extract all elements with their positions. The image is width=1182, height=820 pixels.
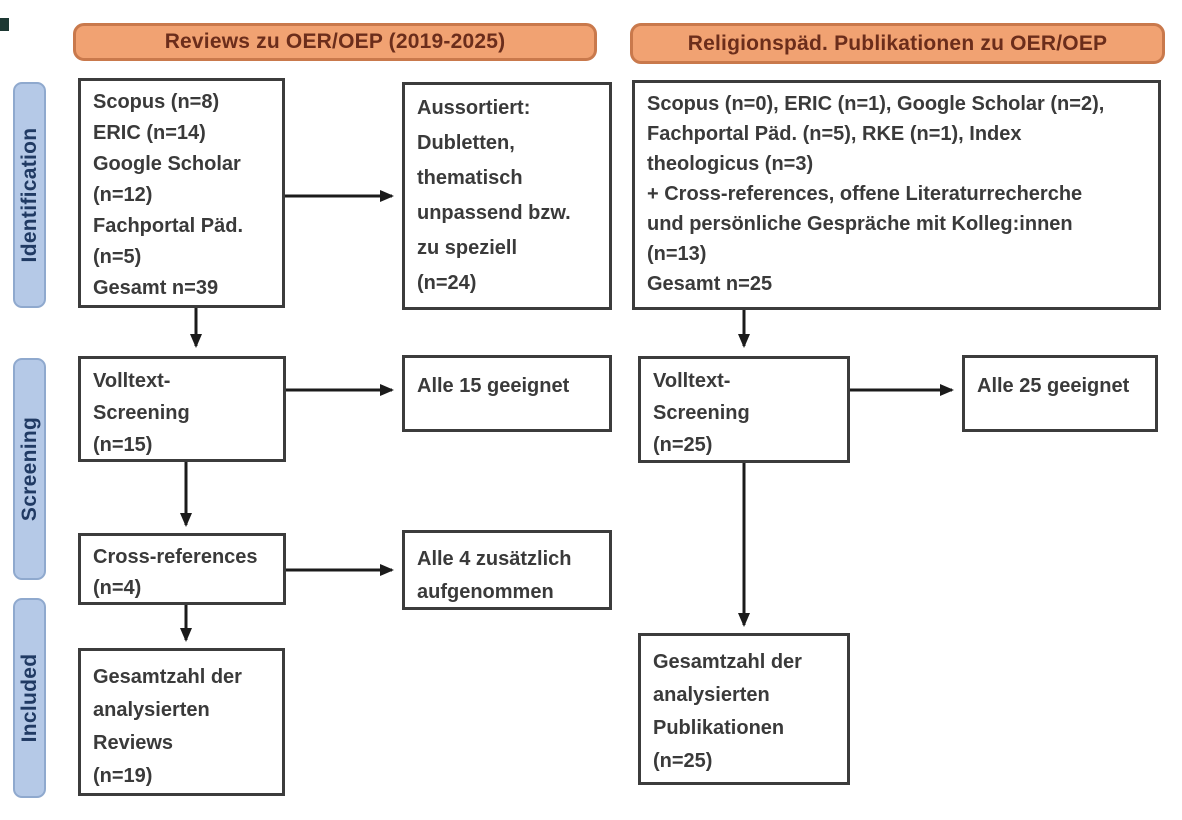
box-left-crossref: Cross-references (n=4)	[78, 533, 286, 605]
stage-included: Included	[13, 598, 46, 798]
box-left-sources: Scopus (n=8) ERIC (n=14) Google Scholar …	[78, 78, 285, 308]
box-right-fulltext: Volltext- Screening (n=25)	[638, 356, 850, 463]
stage-screening-label: Screening	[17, 416, 41, 522]
box-left-fulltext-result: Alle 15 geeignet	[402, 355, 612, 432]
header-religionspaed: Religionspäd. Publikationen zu OER/OEP	[630, 23, 1165, 64]
box-right-included: Gesamtzahl der analysierten Publikatione…	[638, 633, 850, 785]
box-left-crossref-result: Alle 4 zusätzlich aufgenommen	[402, 530, 612, 610]
stage-identification: Identification	[13, 82, 46, 308]
corner-mark	[0, 18, 9, 31]
stage-included-label: Included	[17, 653, 41, 743]
box-right-fulltext-result: Alle 25 geeignet	[962, 355, 1158, 432]
stage-screening: Screening	[13, 358, 46, 580]
box-right-sources: Scopus (n=0), ERIC (n=1), Google Scholar…	[632, 80, 1161, 310]
box-left-included: Gesamtzahl der analysierten Reviews (n=1…	[78, 648, 285, 796]
header-reviews: Reviews zu OER/OEP (2019-2025)	[73, 23, 597, 61]
box-left-excluded: Aussortiert: Dubletten, thematisch unpas…	[402, 82, 612, 310]
stage-identification-label: Identification	[17, 127, 41, 263]
box-left-fulltext: Volltext- Screening (n=15)	[78, 356, 286, 462]
